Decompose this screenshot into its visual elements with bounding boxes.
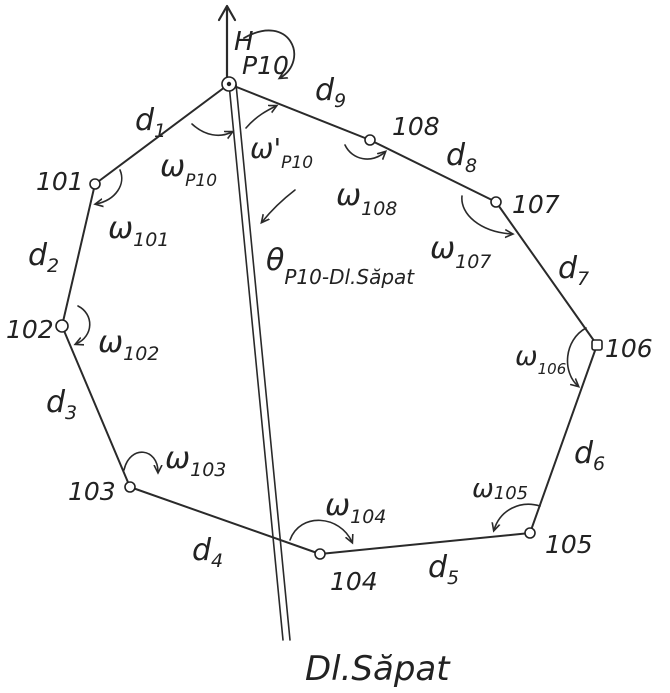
distance-d5: d5 bbox=[428, 550, 459, 589]
leg-d1 bbox=[94, 83, 230, 185]
arc-w-p10 bbox=[191, 123, 232, 135]
distance-d7: d7 bbox=[558, 251, 589, 290]
station-105-label: 105 bbox=[545, 530, 593, 559]
arc-w103 bbox=[123, 451, 158, 472]
station-labels: P10 108 107 106 105 104 103 102 101 bbox=[6, 51, 653, 596]
leg-d9 bbox=[228, 83, 371, 141]
arc-w102 bbox=[76, 305, 91, 344]
leg-d7 bbox=[495, 201, 598, 346]
station-107-marker bbox=[490, 196, 502, 208]
angle-w-p10-prime: ω'P10 bbox=[250, 132, 313, 173]
arc-theta bbox=[262, 189, 296, 222]
orientation-theta: θP10-Dl.Săpat bbox=[266, 243, 415, 289]
station-107-label: 107 bbox=[512, 190, 560, 219]
distance-d9: d9 bbox=[315, 73, 346, 112]
distance-d3: d3 bbox=[46, 385, 77, 424]
arc-w106 bbox=[566, 327, 587, 386]
station-101-marker bbox=[89, 178, 101, 190]
north-arrow: H bbox=[217, 4, 254, 84]
angle-w107: ω107 bbox=[430, 231, 491, 273]
angle-w103: ω103 bbox=[165, 441, 226, 481]
distance-d1: d1 bbox=[135, 103, 166, 142]
station-102-marker bbox=[55, 319, 69, 333]
station-103-marker bbox=[124, 481, 136, 493]
station-markers bbox=[55, 76, 603, 560]
arc-w-p10-prime bbox=[245, 106, 276, 129]
leg-d5 bbox=[319, 532, 531, 555]
distance-d4: d4 bbox=[192, 533, 223, 572]
traverse-polygon bbox=[61, 83, 598, 555]
station-106-label: 106 bbox=[605, 334, 653, 363]
station-102-label: 102 bbox=[6, 315, 54, 344]
station-108-marker bbox=[364, 134, 376, 146]
reference-line-label: Dl.Săpat bbox=[305, 649, 451, 689]
angle-w101: ω101 bbox=[108, 211, 169, 251]
station-105-marker bbox=[524, 527, 536, 539]
station-101-label: 101 bbox=[36, 167, 84, 196]
arc-w107 bbox=[461, 195, 512, 234]
leg-d3 bbox=[61, 325, 131, 488]
angle-w108: ω108 bbox=[336, 178, 397, 220]
station-104-marker bbox=[314, 548, 326, 560]
leg-d6 bbox=[529, 344, 598, 534]
arc-orientation-north bbox=[243, 29, 296, 78]
angle-w105: ω105 bbox=[472, 474, 528, 504]
angle-labels: ωP10 ω'P10 ω108 ω107 ω106 ω105 ω104 ω103… bbox=[98, 132, 566, 528]
distance-labels: d1 d2 d3 d4 d5 d6 d7 d8 d9 bbox=[28, 73, 605, 589]
leg-d2 bbox=[61, 183, 96, 327]
arc-w104 bbox=[289, 519, 352, 542]
station-108-label: 108 bbox=[392, 112, 440, 141]
angle-w102: ω102 bbox=[98, 325, 159, 365]
north-label: H bbox=[234, 27, 254, 57]
leg-d8 bbox=[369, 139, 497, 203]
station-103-label: 103 bbox=[68, 477, 116, 506]
station-106-marker bbox=[591, 339, 603, 351]
station-104-label: 104 bbox=[330, 567, 378, 596]
arc-w108 bbox=[344, 144, 385, 159]
reference-line-dl-sapat bbox=[228, 83, 291, 641]
distance-d6: d6 bbox=[574, 436, 605, 475]
angle-w104: ω104 bbox=[325, 488, 386, 528]
angle-w106: ω106 bbox=[515, 341, 566, 378]
angle-arcs bbox=[76, 29, 587, 542]
distance-d8: d8 bbox=[446, 138, 477, 177]
angle-w-p10: ωP10 bbox=[160, 149, 217, 191]
arc-w101 bbox=[96, 169, 123, 204]
distance-d2: d2 bbox=[28, 238, 59, 277]
arc-w105 bbox=[494, 503, 541, 530]
station-p10-label: P10 bbox=[242, 51, 289, 80]
leg-d4 bbox=[129, 486, 321, 555]
